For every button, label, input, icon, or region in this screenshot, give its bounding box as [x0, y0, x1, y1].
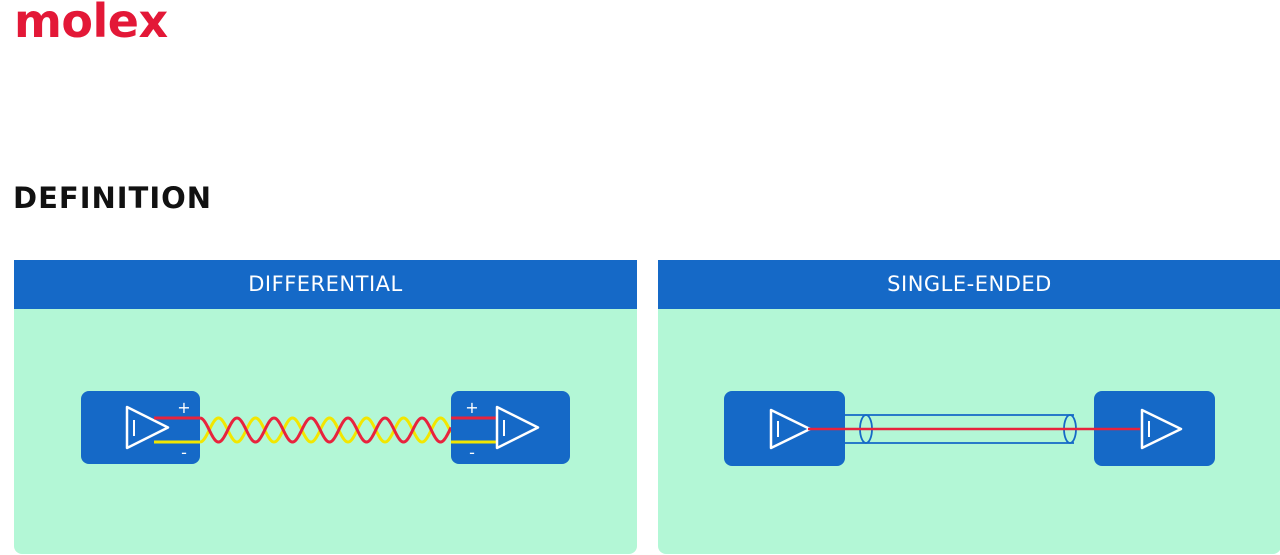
transmitter-device: + -: [81, 391, 200, 464]
receiver-device: [1094, 391, 1215, 466]
differential-panel-title: DIFFERENTIAL: [14, 260, 637, 309]
molex-logo: molex: [14, 0, 168, 48]
transmitter-negative-label: -: [181, 443, 187, 462]
transmitter-amplifier-icon: [125, 405, 170, 450]
receiver-amplifier-icon: [495, 405, 540, 450]
single-ended-diagram: [658, 309, 1280, 554]
transmitter-positive-label: +: [177, 398, 190, 417]
negative-twisted-wire: [199, 416, 453, 444]
receiver-device: + -: [451, 391, 570, 464]
positive-twisted-wire: [199, 416, 453, 444]
single-ended-panel: SINGLE-ENDED: [658, 260, 1280, 554]
receiver-negative-label: -: [469, 443, 475, 462]
differential-diagram: + - + -: [14, 309, 637, 554]
differential-panel: DIFFERENTIAL + - + -: [14, 260, 637, 554]
differential-diagram-svg: + - + -: [81, 391, 570, 464]
receiver-amplifier-icon: [1140, 408, 1183, 450]
section-title: DEFINITION: [13, 181, 213, 215]
transmitter-device: [724, 391, 845, 466]
transmitter-amplifier-icon: [769, 408, 812, 450]
receiver-positive-label: +: [465, 398, 478, 417]
single-ended-panel-title: SINGLE-ENDED: [658, 260, 1280, 309]
single-ended-diagram-svg: [724, 391, 1215, 466]
